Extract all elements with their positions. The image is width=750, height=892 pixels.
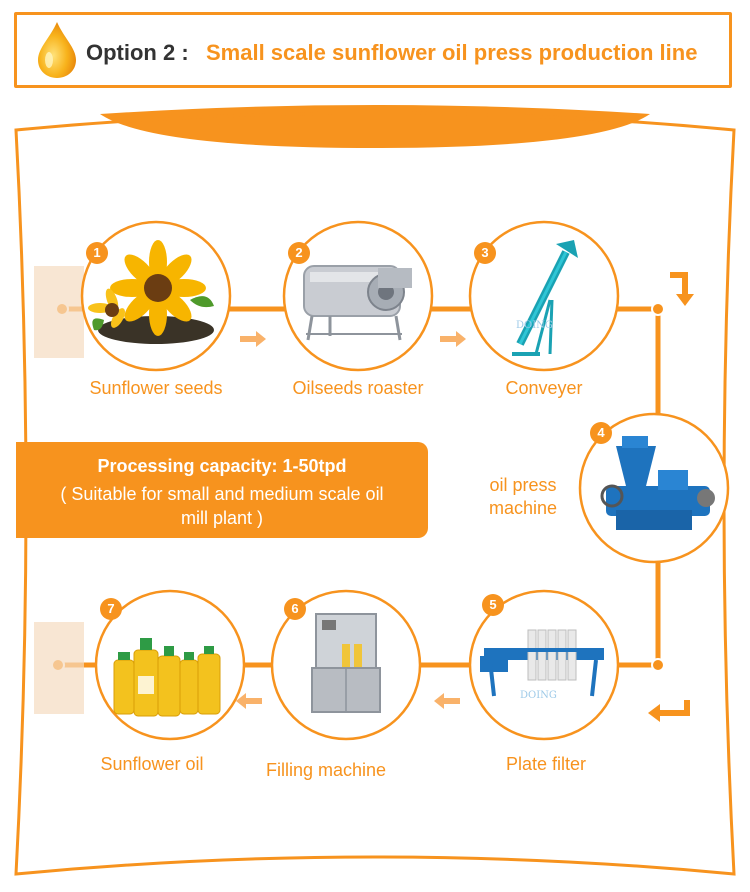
step-number-4: 4 xyxy=(590,422,612,444)
step-label-2: Oilseeds roaster xyxy=(292,378,424,398)
step-number-5: 5 xyxy=(482,594,504,616)
capacity-banner: Processing capacity: 1-50tpd ( Suitable … xyxy=(16,442,428,538)
oil-press-machine-icon xyxy=(600,436,715,530)
capacity-note: ( Suitable for small and medium scale oi… xyxy=(60,484,384,528)
step-label-1: Sunflower seeds xyxy=(89,378,223,398)
capacity-title: Processing capacity: 1-50tpd xyxy=(97,456,347,476)
sunflower-icon xyxy=(88,240,214,344)
page-title: Small scale sunflower oil press producti… xyxy=(206,40,698,65)
step-label-6: Filling machine xyxy=(265,760,387,780)
step-number-3: 3 xyxy=(474,242,496,264)
watermark: DOING xyxy=(516,320,553,331)
filling-machine-icon xyxy=(311,613,381,713)
step-number-6: 6 xyxy=(284,598,306,620)
step-number-7: 7 xyxy=(100,598,122,620)
step-label-7: Sunflower oil xyxy=(100,754,204,774)
roaster-machine-icon xyxy=(303,265,412,341)
step-number-1: 1 xyxy=(86,242,108,264)
svg-text:DOING: DOING xyxy=(520,690,557,701)
header-box xyxy=(14,12,732,88)
conveyer-machine-icon xyxy=(512,240,578,356)
option-label: Option 2 : xyxy=(86,40,189,65)
oil-bottles-icon xyxy=(113,638,221,717)
step-number-2: 2 xyxy=(288,242,310,264)
oil-drop-icon xyxy=(38,22,76,78)
step-label-5: Plate filter xyxy=(505,754,587,774)
step-label-4: oil press machine xyxy=(488,475,558,518)
hatch-block-top xyxy=(34,266,84,358)
plate-filter-machine-icon xyxy=(480,629,604,697)
step-label-3: Conveyer xyxy=(505,378,583,398)
